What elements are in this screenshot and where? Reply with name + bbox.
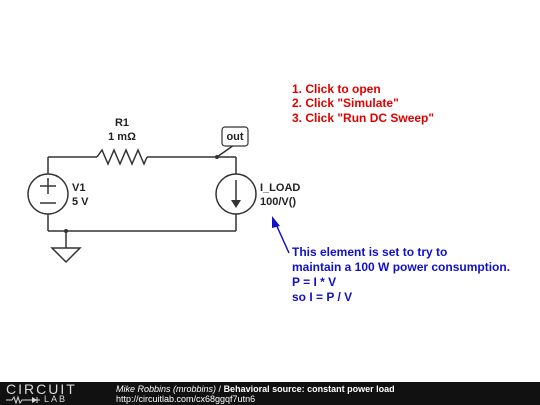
node-dot bbox=[215, 155, 219, 159]
resistor-name: R1 bbox=[115, 117, 129, 129]
logo-wave-icon bbox=[6, 395, 40, 405]
footer-bar: CIRCUIT LAB Mike Robbins (mrobbins) / Be… bbox=[0, 382, 540, 405]
voltage-source-v1[interactable] bbox=[27, 173, 69, 215]
ground-junction-dot bbox=[64, 229, 68, 233]
logo-text-bottom: LAB bbox=[44, 394, 68, 404]
node-label-leader bbox=[216, 144, 235, 158]
footer-author[interactable]: Mike Robbins (mrobbins) bbox=[116, 384, 217, 394]
footer-url[interactable]: http://circuitlab.com/cx68ggqf7utn6 bbox=[116, 394, 256, 404]
instruction-step-2: 2. Click "Simulate" bbox=[292, 96, 399, 110]
resistor-value: 1 mΩ bbox=[108, 131, 136, 143]
instruction-step-3: 3. Click "Run DC Sweep" bbox=[292, 111, 434, 125]
footer-title: Behavioral source: constant power load bbox=[223, 384, 395, 394]
annotation-arrow bbox=[274, 221, 290, 254]
footer-title-line: Mike Robbins (mrobbins) / Behavioral sou… bbox=[116, 384, 395, 394]
node-label: out bbox=[226, 131, 243, 143]
ground-symbol[interactable] bbox=[50, 247, 82, 264]
source-name: V1 bbox=[72, 182, 85, 194]
resistor-r1[interactable] bbox=[96, 148, 148, 166]
load-name: I_LOAD bbox=[260, 182, 300, 194]
note-line-4: so I = P / V bbox=[292, 290, 352, 304]
annotation-arrowhead bbox=[272, 216, 280, 228]
source-value: 5 V bbox=[72, 196, 89, 208]
logo-text-top: CIRCUIT bbox=[6, 381, 77, 397]
node-label-box[interactable] bbox=[221, 126, 249, 147]
note-line-1: This element is set to try to bbox=[292, 245, 447, 259]
current-source-i-load[interactable] bbox=[215, 173, 257, 215]
note-line-2: maintain a 100 W power consumption. bbox=[292, 260, 510, 274]
instruction-step-1: 1. Click to open bbox=[292, 82, 381, 96]
note-line-3: P = I * V bbox=[292, 275, 336, 289]
footer-separator: / bbox=[216, 384, 224, 394]
load-value: 100/V() bbox=[260, 196, 296, 208]
circuitlab-logo[interactable]: CIRCUIT LAB bbox=[4, 381, 104, 405]
